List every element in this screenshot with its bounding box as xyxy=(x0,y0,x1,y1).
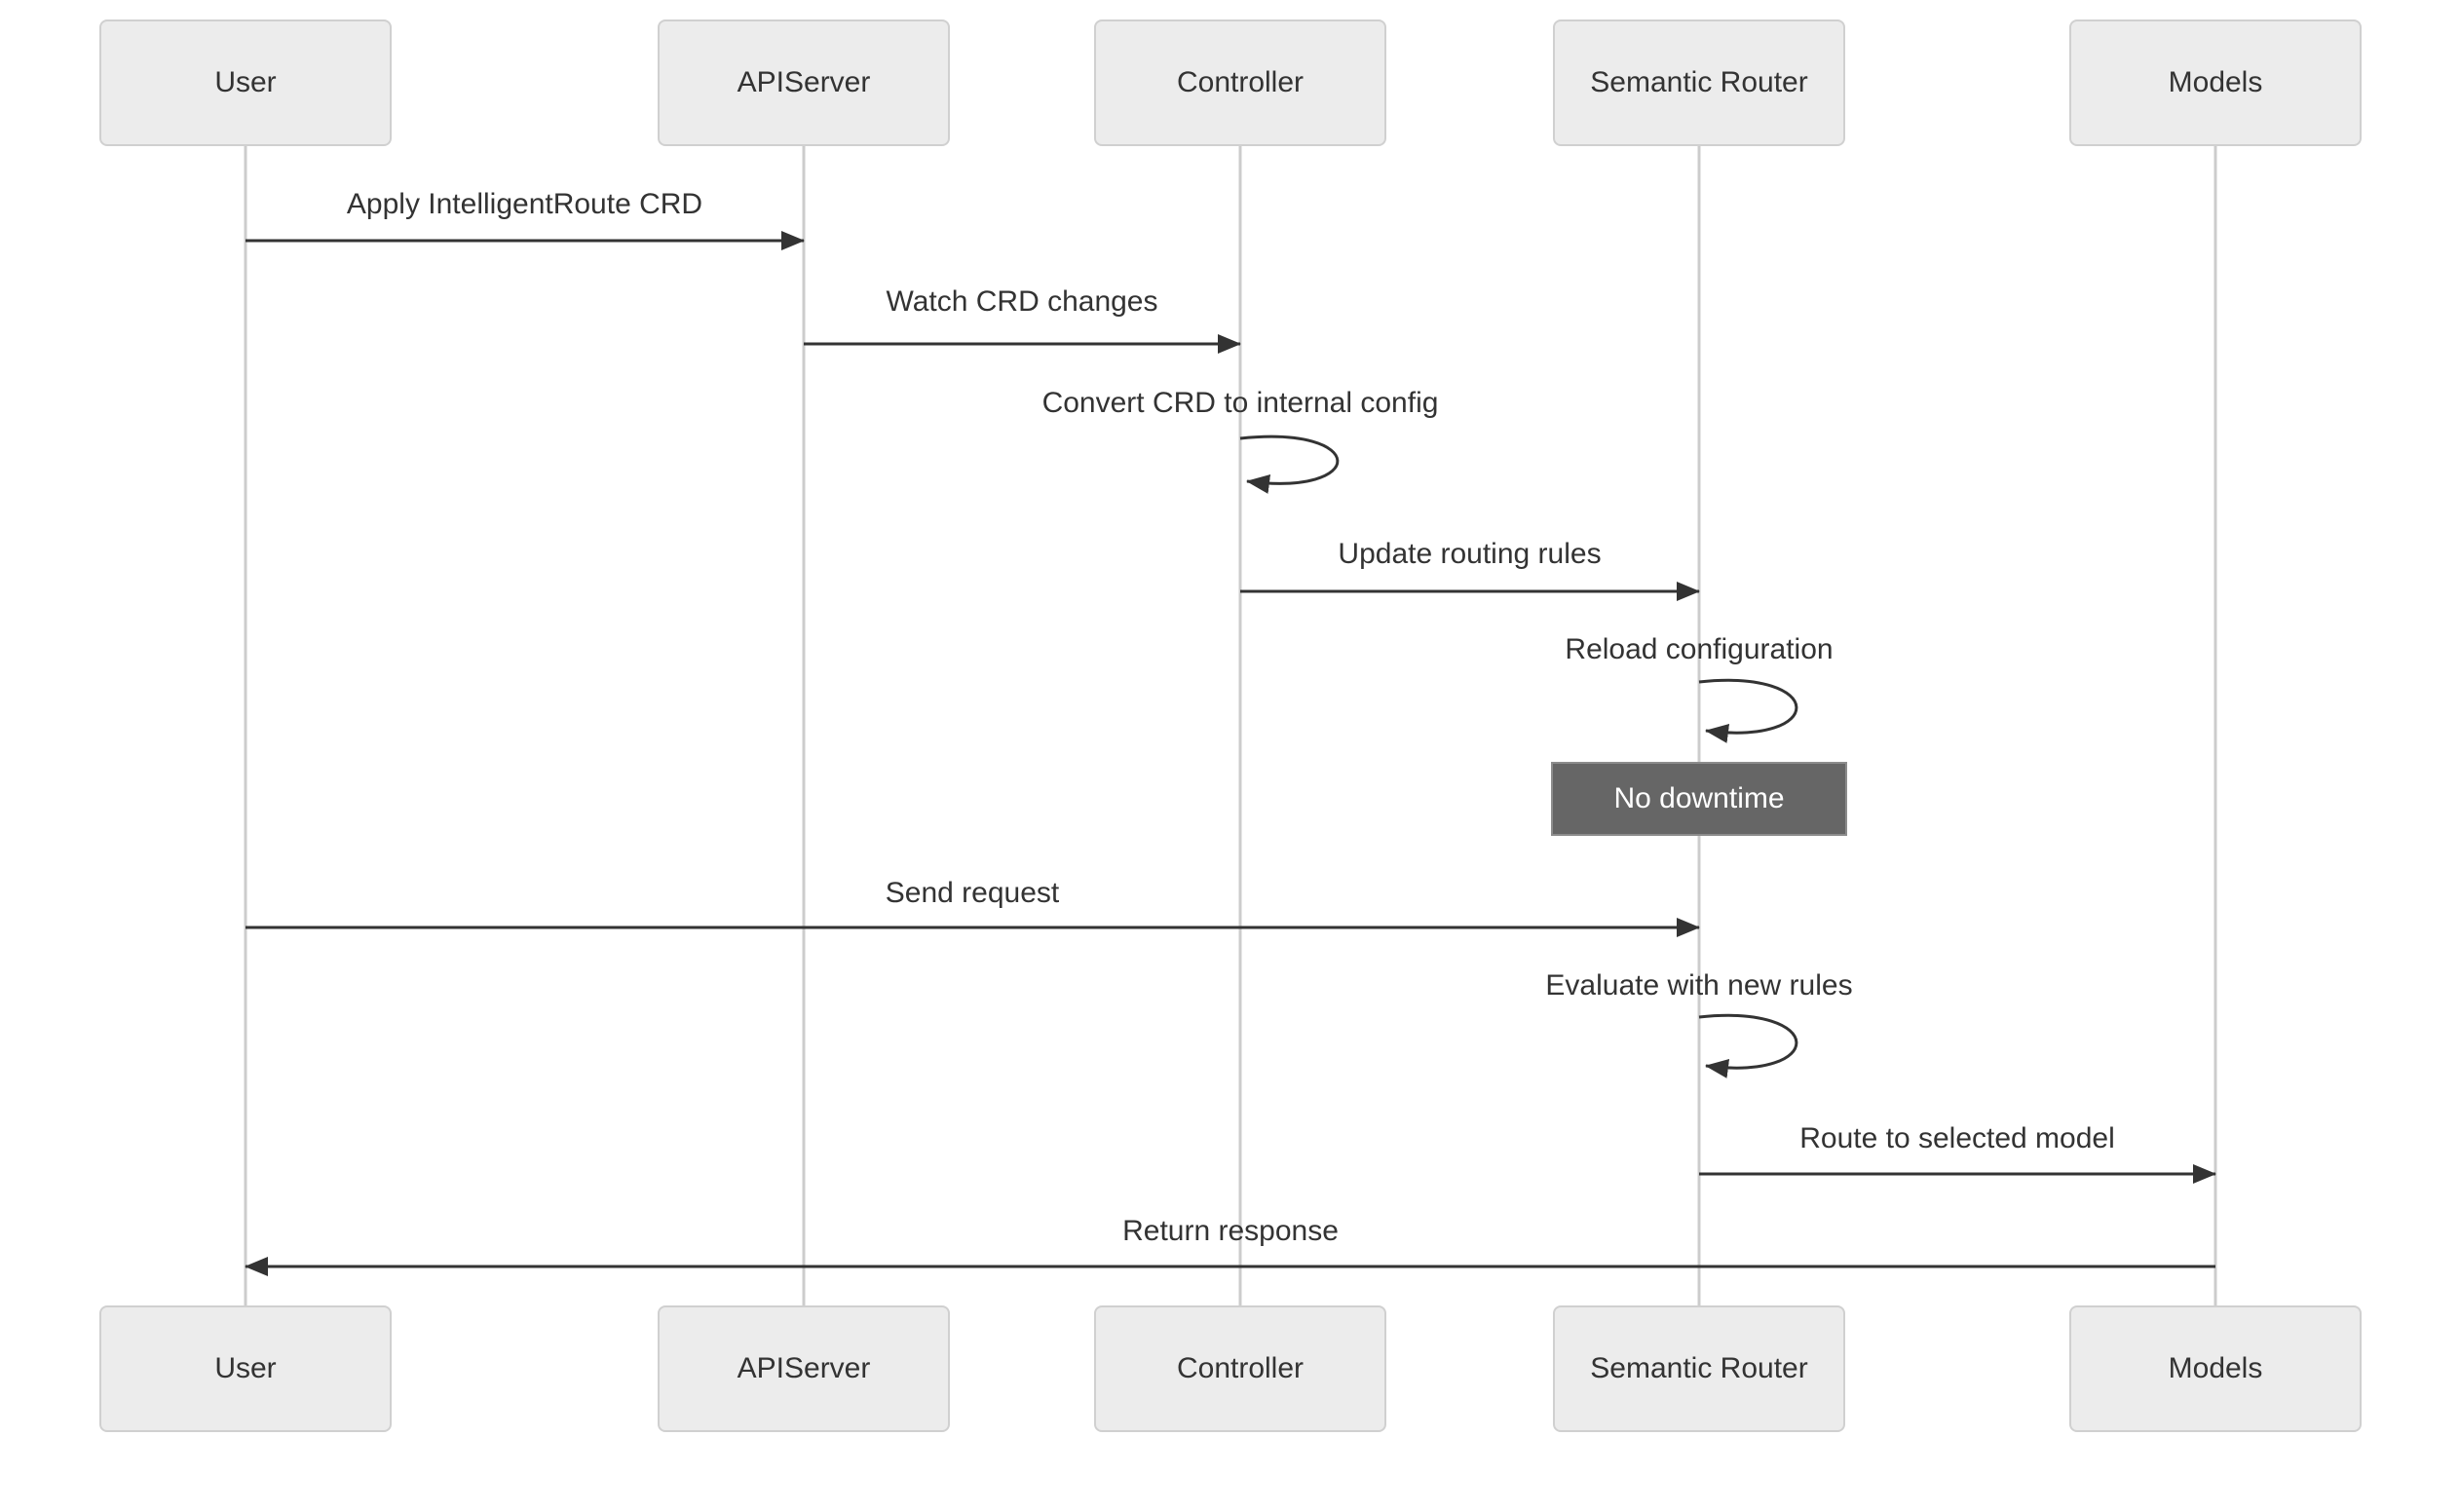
actor-label: Models xyxy=(2168,1352,2263,1384)
actor-label: Semantic Router xyxy=(1590,66,1808,98)
actor-box-bottom-user: User xyxy=(99,1305,392,1432)
actor-box-top-user: User xyxy=(99,19,392,146)
actor-label: Semantic Router xyxy=(1590,1352,1808,1384)
actor-box-top-models: Models xyxy=(2069,19,2362,146)
message-label: Update routing rules xyxy=(1338,538,1602,570)
message-label: Route to selected model xyxy=(1799,1122,2115,1154)
message-label: Send request xyxy=(885,877,1060,909)
self-loop-arrow xyxy=(1698,678,1798,743)
actor-label: Models xyxy=(2168,66,2263,98)
note-box: No downtime xyxy=(1551,762,1847,836)
message-label: Apply IntelligentRoute CRD xyxy=(346,188,703,220)
message-label: Evaluate with new rules xyxy=(1545,969,1853,1002)
message-label: Return response xyxy=(1122,1215,1339,1247)
actor-label: User xyxy=(214,1352,277,1384)
actor-label: APIServer xyxy=(737,66,871,98)
self-loop-arrow xyxy=(1698,1013,1798,1078)
actor-label: Controller xyxy=(1176,1352,1305,1384)
actor-label: Controller xyxy=(1176,66,1305,98)
actor-box-bottom-semantic-router: Semantic Router xyxy=(1553,1305,1845,1432)
actor-label: APIServer xyxy=(737,1352,871,1384)
actor-box-bottom-apiserver: APIServer xyxy=(658,1305,950,1432)
note-label: No downtime xyxy=(1613,782,1785,814)
actor-label: User xyxy=(214,66,277,98)
actor-box-top-apiserver: APIServer xyxy=(658,19,950,146)
actor-box-bottom-controller: Controller xyxy=(1094,1305,1386,1432)
message-label: Watch CRD changes xyxy=(886,285,1158,318)
actor-box-bottom-models: Models xyxy=(2069,1305,2362,1432)
message-label: Reload configuration xyxy=(1565,633,1834,665)
actor-box-top-semantic-router: Semantic Router xyxy=(1553,19,1845,146)
message-label: Convert CRD to internal config xyxy=(1041,387,1439,419)
actor-box-top-controller: Controller xyxy=(1094,19,1386,146)
self-loop-arrow xyxy=(1239,435,1340,494)
